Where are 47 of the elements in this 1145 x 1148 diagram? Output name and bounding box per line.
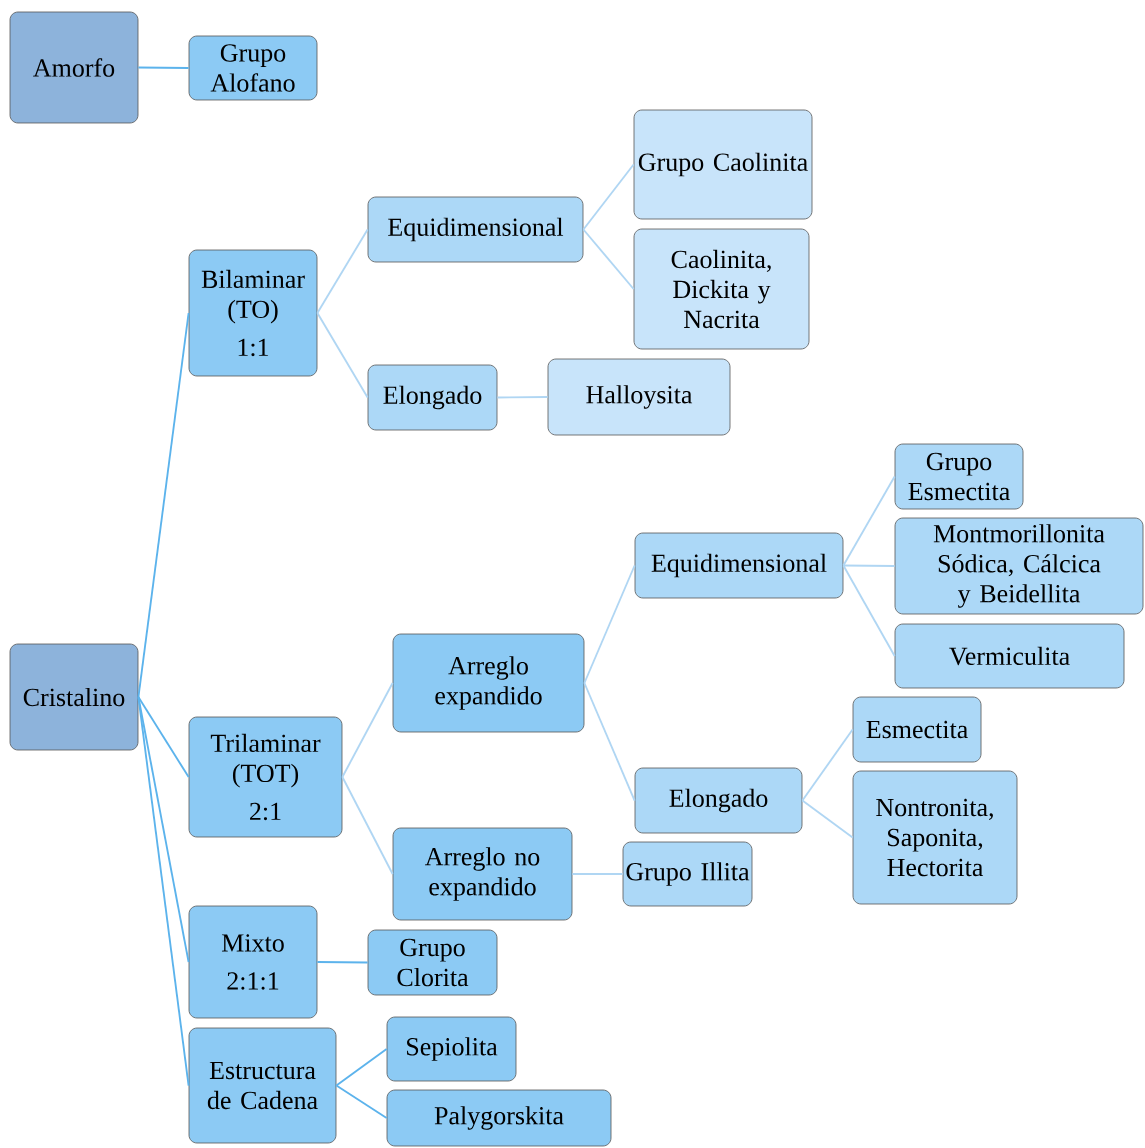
- category-box: Equidimensional: [634, 532, 844, 599]
- category-box: Trilaminar (TOT) 2:1: [188, 716, 343, 838]
- category-box: Grupo Caolinita: [633, 109, 813, 220]
- connector-line: [571, 873, 624, 875]
- category-box: Grupo Alofano: [188, 35, 318, 101]
- category-box: Montmorillonita Sódica, Cálcica y Beidellita: [894, 517, 1144, 615]
- connector-line: [801, 728, 854, 802]
- connector-line: [842, 564, 896, 567]
- connector-line: [341, 776, 394, 875]
- connector-line: [335, 1084, 388, 1119]
- connector-line: [316, 312, 369, 399]
- category-box: Nontronita, Saponita, Hectorita: [852, 770, 1018, 905]
- connector-line: [137, 312, 190, 698]
- connector-line: [842, 475, 896, 567]
- category-box: Arreglo no expandido: [392, 827, 573, 921]
- category-box: Arreglo expandido: [392, 633, 585, 733]
- connector-line: [341, 682, 394, 778]
- connector-line: [582, 228, 635, 290]
- category-box: Vermiculita: [894, 623, 1125, 689]
- connector-line: [316, 228, 369, 314]
- category-box: Caolinita, Dickita y Nacrita: [633, 228, 810, 350]
- category-box: Estructura de Cadena: [188, 1027, 337, 1144]
- connector-line: [842, 564, 896, 657]
- category-box: Esmectita: [852, 696, 982, 763]
- connector-line: [583, 682, 636, 802]
- category-box: Cristalino: [9, 643, 139, 751]
- category-box: Grupo Illita: [622, 841, 753, 907]
- category-box: Mixto 2:1:1: [188, 905, 318, 1019]
- connector-line: [582, 163, 635, 231]
- category-box: Sepiolita: [386, 1016, 517, 1082]
- category-box: Halloysita: [547, 358, 731, 436]
- category-box: Bilaminar (TO) 1:1: [188, 249, 318, 377]
- category-box: Equidimensional: [367, 196, 584, 263]
- connector-line: [335, 1048, 388, 1087]
- category-box: Grupo Clorita: [367, 929, 498, 996]
- connector-line: [137, 696, 190, 778]
- connector-line: [316, 961, 369, 964]
- category-box: Amorfo: [9, 11, 139, 124]
- category-box: Grupo Esmectita: [894, 443, 1024, 510]
- category-box: Elongado: [367, 364, 498, 431]
- category-box: Palygorskita: [386, 1089, 612, 1147]
- connector-line: [137, 66, 190, 69]
- connector-line: [583, 564, 636, 684]
- connector-line: [137, 696, 190, 1087]
- connector-line: [801, 799, 854, 839]
- category-box: Elongado: [634, 767, 803, 834]
- connector-line: [496, 396, 549, 399]
